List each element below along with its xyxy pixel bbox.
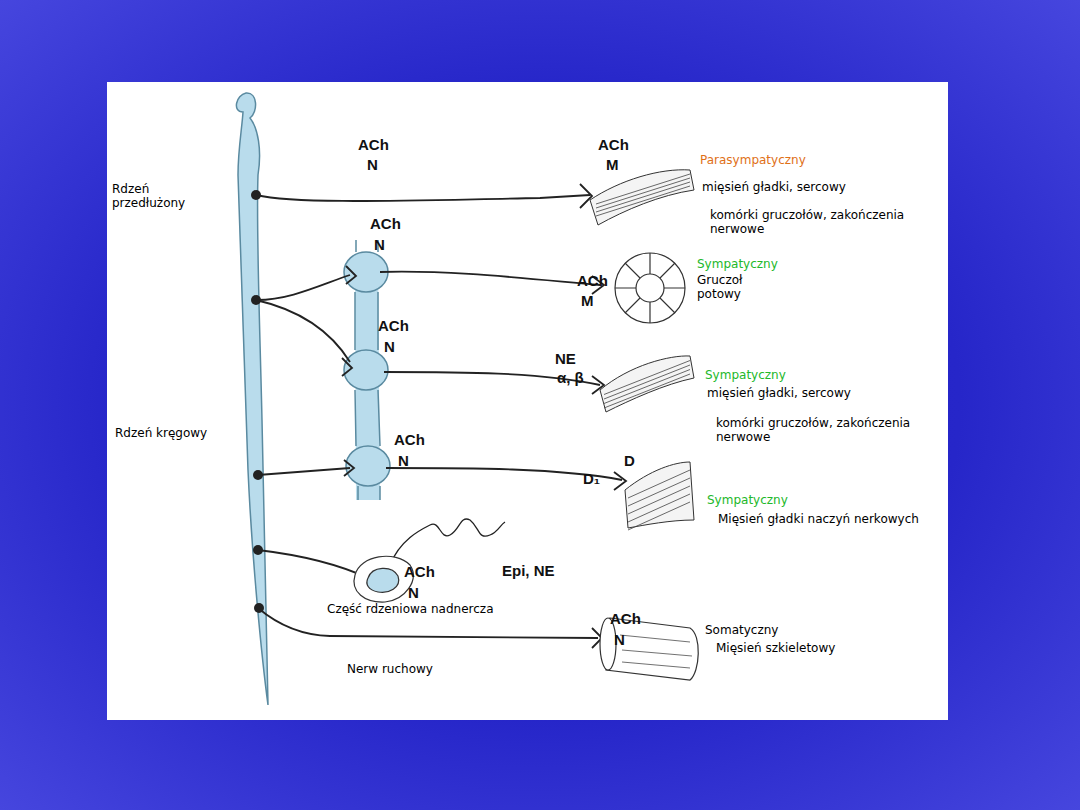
muscle-fibers <box>628 486 690 514</box>
nerve-label: Nerw ruchowy <box>347 662 433 676</box>
receptor: N <box>367 156 378 174</box>
muscle-fibers <box>628 502 690 530</box>
smooth-muscle <box>625 462 694 528</box>
organ-label: Część rdzeniowa nadnercza <box>327 602 494 616</box>
region-label: Rdzeń kręgowy <box>115 426 207 440</box>
nerve-fibers <box>346 266 356 284</box>
nerve-fibers <box>342 358 352 376</box>
division-label: Sympatyczny <box>707 493 788 507</box>
muscle-fibers <box>596 186 690 216</box>
muscle-fibers <box>628 494 690 522</box>
smooth-muscle <box>590 170 694 225</box>
sweat-gland <box>615 253 685 323</box>
cord-dots <box>251 190 264 613</box>
muscle-fibers <box>604 374 690 408</box>
cord-dots <box>251 295 261 305</box>
transmitter: ACh <box>577 272 608 290</box>
nerve-fibers <box>390 519 505 565</box>
nerve-fibers <box>256 300 350 362</box>
division-label: Sympatyczny <box>697 257 778 271</box>
target-label: Gruczoł potowy <box>697 273 767 302</box>
receptor: D <box>624 452 635 470</box>
muscle-fibers <box>628 470 690 498</box>
receptor: M <box>606 156 619 174</box>
transmitter: ACh <box>394 431 425 449</box>
muscle-fibers <box>596 174 690 204</box>
muscle-fibers <box>604 365 690 399</box>
transmitter: NE <box>555 350 576 368</box>
transmitter: ACh <box>404 563 435 581</box>
hormone: Epi, NE <box>502 562 555 580</box>
muscle-fibers <box>596 174 690 530</box>
adrenal-medulla <box>367 568 399 592</box>
muscle-fibers <box>628 478 690 506</box>
division-label: Somatyczny <box>705 623 778 637</box>
transmitter: ACh <box>610 610 641 628</box>
receptor: N <box>374 236 385 254</box>
nerve-fibers <box>256 184 626 648</box>
receptor: α, β <box>557 369 584 387</box>
division-label: Parasympatyczny <box>700 153 806 167</box>
nerve-fibers <box>580 184 592 208</box>
nerve-fibers <box>258 550 368 578</box>
target-label: komórki gruczołów, zakończenia nerwowe <box>716 416 931 445</box>
receptor: N <box>408 584 419 602</box>
target-label: Mięsień gładki naczyń nerkowych <box>718 512 919 526</box>
nerve-fibers <box>256 195 590 201</box>
sweat-gland <box>615 253 685 323</box>
receptor: N <box>384 338 395 356</box>
sweat-gland <box>636 274 664 302</box>
smooth-muscle <box>590 170 694 528</box>
nerve-fibers <box>614 472 626 490</box>
sweat-gland <box>615 253 685 323</box>
transmitter: ACh <box>358 136 389 154</box>
nerve-fibers <box>257 275 350 300</box>
transmitter: ACh <box>378 317 409 335</box>
target-label: mięsień gładki, sercowy <box>707 386 851 400</box>
receptor: N <box>614 631 625 649</box>
skeletal-muscle <box>600 618 698 680</box>
nerve-fibers <box>258 468 350 475</box>
region-label: Rdzeń przedłużony <box>112 182 202 211</box>
skeletal-muscle <box>606 618 698 680</box>
nerve-fibers <box>380 272 600 285</box>
cord-dots <box>253 545 263 555</box>
skeletal-muscle <box>620 635 692 668</box>
division-label: Sympatyczny <box>705 368 786 382</box>
nerve-fibers <box>344 460 354 476</box>
white-panel <box>107 82 948 720</box>
smooth-muscle <box>600 356 694 412</box>
sympathetic-chain <box>355 240 380 500</box>
muscle-fibers <box>596 182 690 212</box>
target-label: mięsień gładki, sercowy <box>702 180 846 194</box>
transmitter: ACh <box>370 215 401 233</box>
muscle-fibers <box>604 370 690 404</box>
cord-dots <box>253 470 263 480</box>
muscle-fibers <box>596 178 690 208</box>
target-label: komórki gruczołów, zakończenia nerwowe <box>710 208 925 237</box>
muscle-fibers <box>604 361 690 395</box>
target-label: Mięsień szkieletowy <box>716 641 835 655</box>
cord-dots <box>251 190 261 200</box>
transmitter: ACh <box>598 136 629 154</box>
cord-dots <box>254 603 264 613</box>
receptor: M <box>581 292 594 310</box>
receptor: N <box>398 452 409 470</box>
receptor: D₁ <box>583 470 600 488</box>
